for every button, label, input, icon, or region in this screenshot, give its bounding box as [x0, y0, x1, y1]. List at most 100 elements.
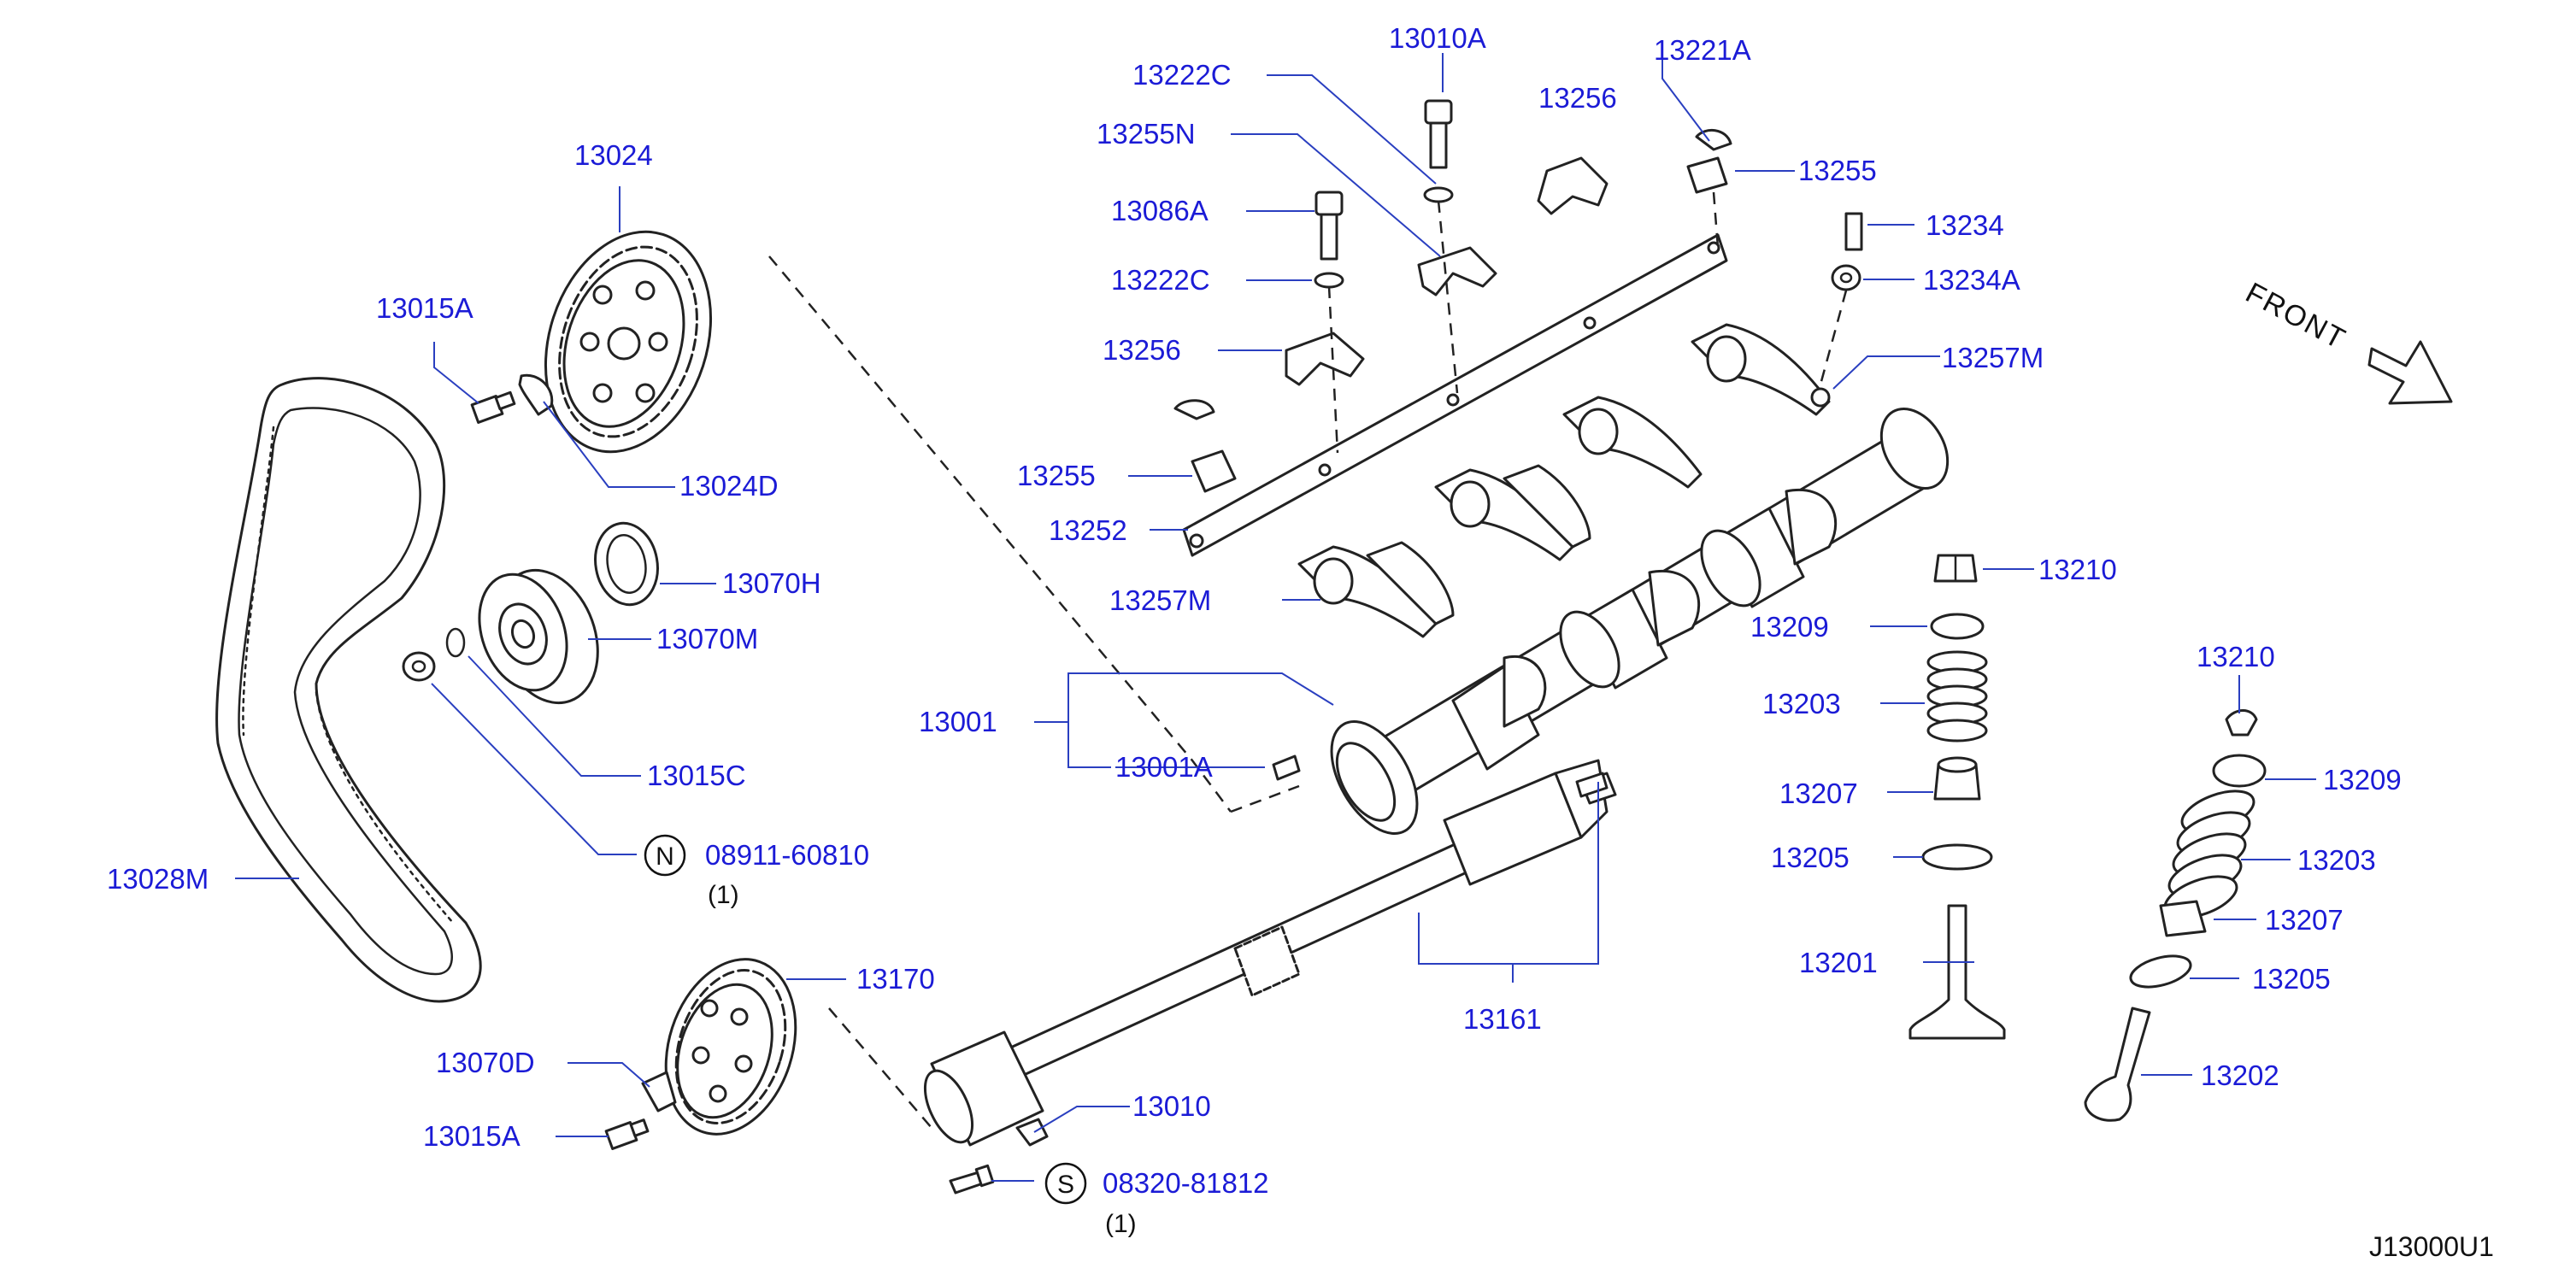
bracket-13255-left: [1191, 449, 1237, 493]
label-13234: 13234: [1926, 209, 2004, 241]
label-13024: 13024: [574, 139, 653, 171]
label-13207-a: 13207: [1779, 778, 1858, 809]
bracket-13255-right: [1686, 156, 1728, 194]
valve-collet-13210-a: [1933, 554, 1978, 583]
label-13257m-left: 13257M: [1109, 584, 1211, 616]
label-13010: 13010: [1132, 1090, 1211, 1122]
valve-13201: [1908, 904, 2006, 1040]
retainer-13209-a: [1930, 613, 1985, 640]
clip-13255-left: [1173, 399, 1215, 420]
washer-13222c-top: [1423, 186, 1454, 203]
retainer-13209-b: [2212, 754, 2267, 788]
rocker-arm-1: [1297, 541, 1455, 638]
label-13255-left: 13255: [1017, 460, 1096, 491]
s-symbol-circle: [1044, 1162, 1087, 1205]
tensioner-pulley: [478, 568, 599, 705]
washer-13222c-mid: [1314, 272, 1344, 289]
seal-13207-b: [2159, 900, 2207, 937]
dashed-guides: [768, 191, 1848, 1129]
front-label: FRONT: [2240, 277, 2351, 356]
nut-13234a: [1831, 264, 1861, 291]
label-13001a: 13001A: [1115, 751, 1213, 783]
seat-13205-a: [1921, 843, 1993, 871]
spring-13203-a: [1926, 650, 1988, 743]
bracket-13255n: [1417, 246, 1497, 296]
timing-belt: [215, 377, 482, 1003]
spring-13203-b: [2163, 790, 2255, 919]
label-13086a: 13086A: [1111, 195, 1209, 226]
label-13203-b: 13203: [2297, 844, 2376, 876]
washer-13070d: [641, 1071, 677, 1112]
part-labels: 13024 13015A 13024D 13070H 13070M 13015C…: [107, 22, 2402, 1238]
label-13015a-top: 13015A: [376, 292, 473, 324]
label-13024d: 13024D: [679, 470, 779, 502]
rocker-arm-4: [1691, 323, 1831, 416]
label-13015c: 13015C: [647, 760, 746, 791]
label-13201: 13201: [1799, 947, 1878, 978]
valve-13202: [2084, 1007, 2151, 1122]
label-13001: 13001: [919, 706, 997, 737]
bolt-13010a: [1424, 99, 1453, 169]
bolt-13015a-top: [470, 390, 516, 424]
label-13256-top: 13256: [1538, 82, 1617, 114]
label-13234a: 13234A: [1923, 264, 2020, 296]
key-13024d: [518, 373, 554, 416]
label-08911-60810: 08911-60810: [705, 839, 869, 871]
clip-13221a: [1695, 129, 1732, 151]
screw-08320: [949, 1164, 995, 1195]
n-symbol-circle: [644, 834, 686, 877]
rocker-arm-3: [1562, 396, 1703, 489]
pin-13161: [1575, 772, 1609, 798]
label-08320-81812: 08320-81812: [1103, 1167, 1269, 1199]
bracket-13256-top: [1537, 156, 1609, 215]
washer-13015c: [445, 627, 466, 658]
camshaft-sprocket-upper: [544, 230, 713, 454]
label-13207-b: 13207: [2265, 904, 2344, 936]
label-13210-a: 13210: [2038, 554, 2117, 585]
nut-08911: [402, 651, 436, 682]
label-13221a: 13221A: [1654, 34, 1751, 66]
tensioner-spring-13070h: [594, 521, 659, 607]
bolt-13234: [1844, 212, 1863, 251]
diagram-id: J13000U1: [2369, 1231, 2494, 1262]
label-13010a: 13010A: [1389, 22, 1486, 54]
pin-13001a: [1272, 754, 1301, 781]
clip-13010: [1015, 1118, 1049, 1147]
leader-lines: [235, 53, 2316, 1182]
label-13222c-top: 13222C: [1132, 59, 1232, 91]
label-13209-b: 13209: [2323, 764, 2402, 795]
label-13028m: 13028M: [107, 863, 209, 895]
label-13170: 13170: [856, 963, 935, 995]
label-13202: 13202: [2201, 1060, 2279, 1091]
front-direction-arrow: FRONT: [2240, 277, 2453, 405]
shaft-13161: [923, 759, 1617, 1147]
label-13257m-right: 13257M: [1942, 342, 2044, 373]
seal-13207-a: [1933, 756, 1981, 801]
seat-13205-b: [2129, 954, 2192, 989]
qty-08320: (1): [1105, 1210, 1137, 1238]
label-13255-right: 13255: [1798, 155, 1877, 186]
label-13161: 13161: [1463, 1003, 1542, 1035]
label-13210-b: 13210: [2197, 641, 2275, 672]
label-13070m: 13070M: [656, 623, 758, 655]
bracket-13256-left: [1285, 332, 1365, 386]
label-13203-a: 13203: [1762, 688, 1841, 719]
camshaft-sprocket-lower: [664, 958, 797, 1136]
bolt-13015a-bottom: [604, 1118, 650, 1150]
bolt-13086a: [1314, 191, 1344, 261]
s-symbol: S: [1057, 1171, 1074, 1199]
label-13205-a: 13205: [1771, 842, 1850, 873]
rocker-arm-2: [1434, 464, 1591, 561]
label-13255n: 13255N: [1097, 118, 1196, 150]
label-13256-left: 13256: [1103, 334, 1181, 366]
label-13252: 13252: [1049, 514, 1127, 546]
valve-collet-13210-b: [2225, 709, 2258, 737]
label-13070h: 13070H: [722, 567, 821, 599]
label-13222c-mid: 13222C: [1111, 264, 1210, 296]
label-13070d: 13070D: [436, 1047, 535, 1078]
label-13209-a: 13209: [1750, 611, 1829, 643]
label-13205-b: 13205: [2252, 963, 2331, 995]
camshaft-13001: [1330, 407, 1950, 835]
qty-08911: (1): [708, 881, 739, 909]
